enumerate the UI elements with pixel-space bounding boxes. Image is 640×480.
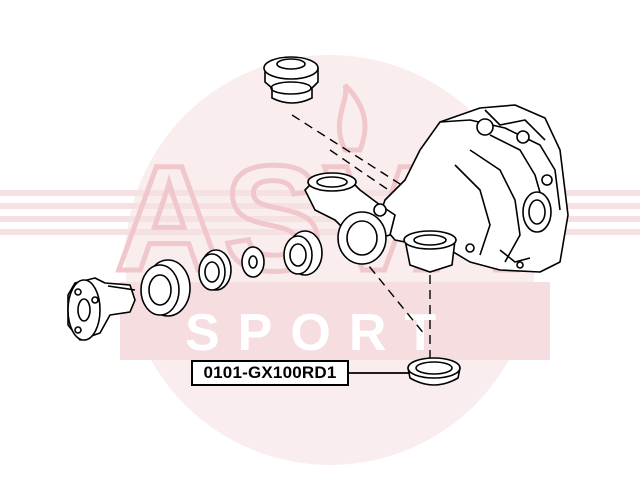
differential-housing	[377, 104, 569, 273]
bearing	[283, 230, 323, 276]
watermark-sport: SPORT	[185, 304, 454, 362]
flat-washer	[241, 246, 265, 278]
watermark-band	[120, 282, 550, 360]
thrust-washer	[198, 249, 232, 291]
watermark-flame-icon	[336, 83, 368, 153]
part-number-label: 0101-GX100RD1	[191, 360, 349, 386]
drive-flange	[67, 277, 136, 341]
rear-bushing-socket	[403, 230, 457, 273]
upper-bushing	[263, 56, 319, 104]
oil-seal	[140, 259, 191, 317]
front-mount-arm	[304, 172, 396, 265]
lower-seal-ring	[407, 357, 461, 386]
